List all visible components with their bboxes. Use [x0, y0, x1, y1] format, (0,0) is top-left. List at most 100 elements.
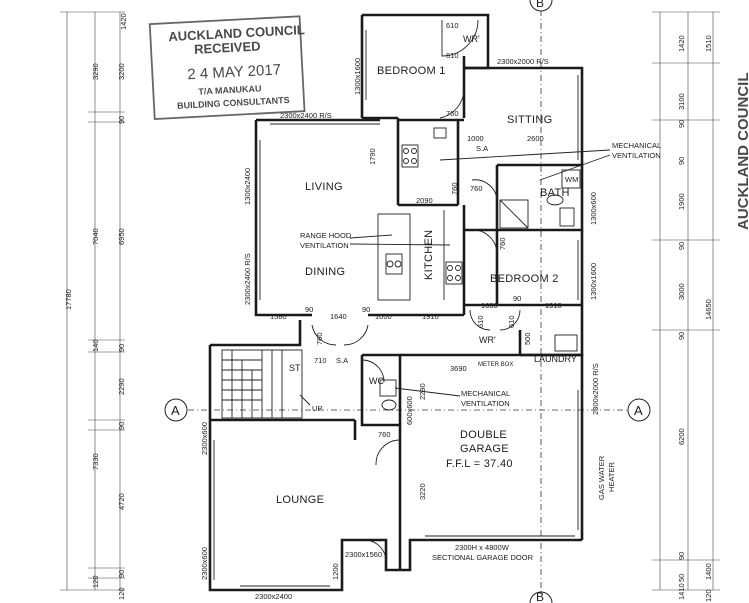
dim-1000: 1000	[467, 134, 484, 143]
dim-lounge-bottom-window2: 2300x2400	[255, 592, 292, 601]
note-mech-vent-2b: VENTILATION	[461, 399, 510, 408]
label-up: UP	[312, 404, 322, 413]
dim-left-17780: 17780	[64, 289, 73, 310]
dim-left-90a: 90	[117, 116, 126, 124]
dim-right-1410: 1410	[677, 583, 686, 600]
room-wc: WC	[369, 376, 384, 386]
dim-right-90e: 90	[677, 552, 686, 560]
dim-right-1510: 1510	[704, 35, 713, 52]
dim-left-120a: 120	[91, 575, 100, 588]
dim-500: 500	[523, 332, 532, 345]
dim-left-90d: 90	[117, 570, 126, 578]
stamp-line2: RECEIVED	[194, 38, 261, 56]
dim-760b: 760	[450, 182, 459, 195]
dim-2600: 2600	[527, 134, 544, 143]
dim-2090: 2090	[416, 196, 433, 205]
dim-left-2290: 2290	[117, 378, 126, 395]
left-dimension-lines	[60, 11, 125, 591]
dim-90a: 90	[305, 305, 313, 314]
dim-left-120b: 120	[117, 587, 126, 600]
dim-1580: 1580	[270, 312, 287, 321]
room-st: ST	[289, 363, 301, 373]
dim-760a: 760	[446, 109, 459, 118]
dim-760f: 760	[378, 430, 391, 439]
bath-fixtures	[379, 169, 581, 411]
dim-right-90d: 90	[677, 332, 686, 340]
note-garage-door-b: SECTIONAL GARAGE DOOR	[432, 553, 534, 562]
room-bedroom-1: BEDROOM 1	[377, 65, 446, 77]
dim-2290: 2290	[418, 383, 427, 400]
windows	[209, 30, 583, 591]
room-laundry: LAUNDRY	[534, 354, 577, 364]
room-sitting: SITTING	[507, 114, 553, 126]
dim-bath-window: 1300x600	[589, 192, 598, 225]
dim-610d: 610	[507, 315, 516, 328]
dim-wc-window: 600x600	[405, 396, 414, 425]
dim-left-3290: 3290	[91, 63, 100, 80]
dim-right-90b: 90	[677, 157, 686, 165]
dim-lounge-window2: 2300x600	[200, 547, 209, 580]
dim-1640: 1640	[330, 312, 347, 321]
dim-1200: 1200	[331, 563, 340, 580]
dim-right-3000: 3000	[677, 283, 686, 300]
room-living: LIVING	[305, 181, 343, 193]
note-meter-box: METER BOX	[478, 362, 513, 368]
grid-marker-b-top	[529, 0, 553, 12]
note-range-hood-a: RANGE HOOD	[300, 231, 352, 240]
dim-610b: 610	[446, 51, 459, 60]
dim-bed2-window: 1300x1600	[589, 263, 598, 300]
right-dimension-lines	[652, 11, 720, 591]
stamp-date: 2 4 MAY 2017	[187, 61, 281, 83]
dim-dining-window: 2300x2400 R/S	[243, 253, 252, 305]
dim-3220: 3220	[418, 483, 427, 500]
dim-left-1420: 1420	[119, 13, 128, 30]
dim-living-window: 2300x2400 R/S	[280, 111, 332, 120]
room-wr-1: WR'	[463, 34, 480, 44]
note-range-hood-b: VENTILATION	[300, 241, 349, 250]
doors	[311, 19, 521, 561]
stamp-line3: T/A MANUKAU	[198, 83, 262, 96]
grid-marker-a-right-label: A	[634, 403, 643, 418]
dim-right-3100: 3100	[677, 93, 686, 110]
dim-right-14650: 14650	[704, 299, 713, 320]
dim-right-6200: 6200	[677, 428, 686, 445]
label-wm: WM	[565, 175, 578, 184]
room-lounge: LOUNGE	[276, 494, 324, 506]
note-gas-water-heater-a: GAS WATER	[597, 455, 606, 500]
dim-1910b: 1910	[545, 301, 562, 310]
grid-marker-b-bottom	[529, 591, 553, 603]
dim-760c: 760	[470, 184, 483, 193]
dim-760d: 760	[498, 237, 507, 250]
dim-left-6950: 6950	[117, 228, 126, 245]
dim-right-90c: 90	[677, 242, 686, 250]
dim-710: 710	[314, 356, 327, 365]
dim-left-90c: 90	[117, 422, 126, 430]
dim-right-1420: 1420	[677, 35, 686, 52]
grid-marker-b-bottom-label: B	[536, 590, 544, 603]
room-wr-2: WR'	[479, 335, 496, 345]
dim-1910a: 1910	[422, 312, 439, 321]
dim-garage-side-window: 2300x2000 R/S	[591, 363, 600, 415]
dim-1790: 1790	[368, 148, 377, 165]
dim-left-140: 140	[91, 339, 100, 352]
note-gas-water-heater-b: HEATER	[607, 462, 616, 492]
dim-sit-window: 2300x2000 R/S	[497, 57, 549, 66]
stamp-line1: AUCKLAND COUNCIL	[168, 22, 305, 44]
dim-90c: 90	[513, 294, 521, 303]
note-mech-vent-1b: VENTILATION	[612, 151, 661, 160]
note-sa-1: S.A	[476, 144, 488, 153]
dim-right-90a: 90	[677, 120, 686, 128]
room-kitchen: KITCHEN	[423, 230, 435, 280]
dim-lounge-bottom-window: 2300x1560	[345, 550, 382, 559]
dim-left-3200: 3200	[117, 63, 126, 80]
stamp-line4: BUILDING CONSULTANTS	[177, 95, 290, 111]
side-stamp: AUCKLAND COUNCIL	[735, 73, 749, 231]
dim-610a: 610	[446, 21, 459, 30]
dim-90b: 90	[362, 305, 370, 314]
dim-610c: 610	[476, 315, 485, 328]
dim-right-50: 50	[677, 574, 686, 582]
garage-ffl: F.F.L = 37.40	[446, 458, 513, 470]
note-mech-vent-2a: MECHANICAL	[461, 389, 510, 398]
room-double-garage-2: GARAGE	[460, 443, 509, 455]
